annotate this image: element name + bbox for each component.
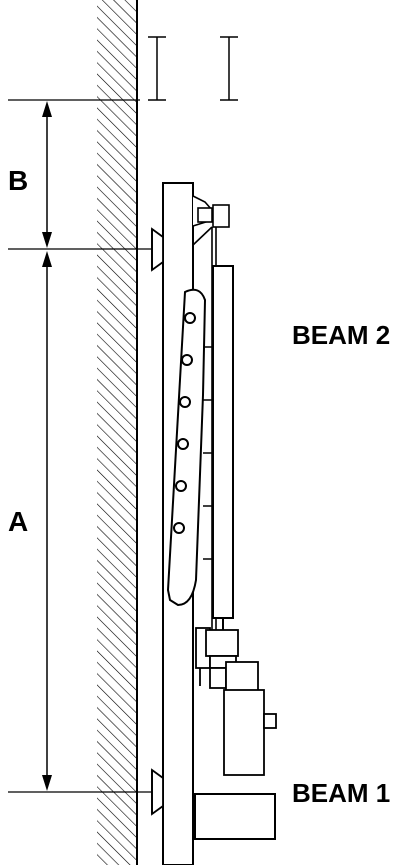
dimension-a-arrow xyxy=(42,251,52,791)
lower-bracket xyxy=(151,768,164,816)
dimension-b-arrow xyxy=(42,101,52,248)
reference-lines xyxy=(8,99,155,793)
dimension-b-label: B xyxy=(8,165,29,196)
perforated-arm xyxy=(166,288,207,607)
dimension-a-label: A xyxy=(8,506,29,537)
drive-assembly xyxy=(195,627,277,776)
top-clamp xyxy=(192,195,230,246)
top-i-markers xyxy=(148,36,238,101)
beam-2-label: BEAM 2 xyxy=(292,320,391,350)
lower-beam-block xyxy=(194,793,276,840)
upper-bracket xyxy=(151,227,164,272)
wall xyxy=(97,0,138,865)
beam-1-label: BEAM 1 xyxy=(292,778,391,808)
hydraulic-cylinder xyxy=(212,265,234,630)
